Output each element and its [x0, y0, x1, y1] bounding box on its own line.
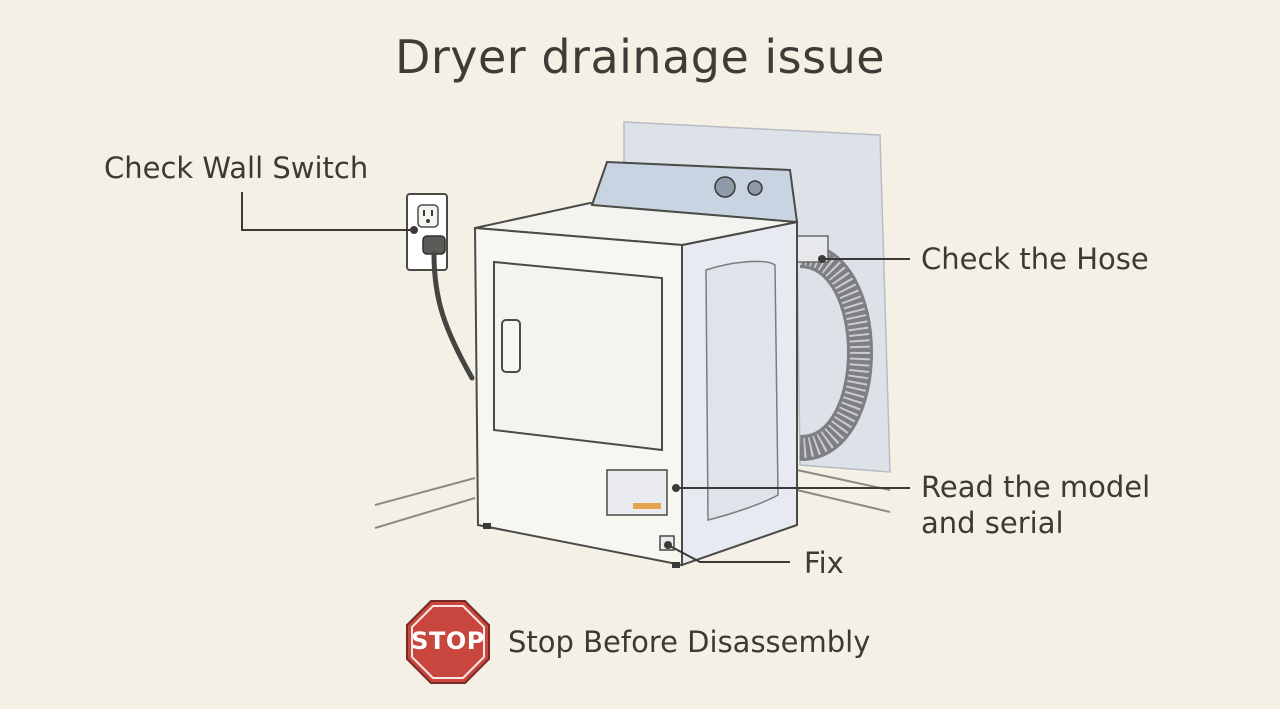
page-title: Dryer drainage issue — [394, 30, 886, 84]
callout-check-wall-switch: Check Wall Switch — [104, 151, 369, 185]
callout-fix: Fix — [804, 546, 844, 580]
callout-model-serial: Read the model and serial — [921, 470, 1151, 540]
stop-sign-text: STOP — [411, 627, 485, 655]
wall-outlet-icon — [406, 193, 448, 271]
callout-dots — [410, 226, 826, 549]
bottom-strip — [0, 709, 1280, 715]
baseboard — [374, 469, 891, 529]
callout-stop-before-disassembly: Stop Before Disassembly — [508, 625, 871, 659]
callout-lines — [241, 192, 910, 563]
power-cord — [431, 251, 475, 381]
dryer-illustration — [473, 160, 799, 568]
callout-check-hose: Check the Hose — [921, 242, 1149, 276]
stop-sign-icon — [406, 600, 490, 684]
